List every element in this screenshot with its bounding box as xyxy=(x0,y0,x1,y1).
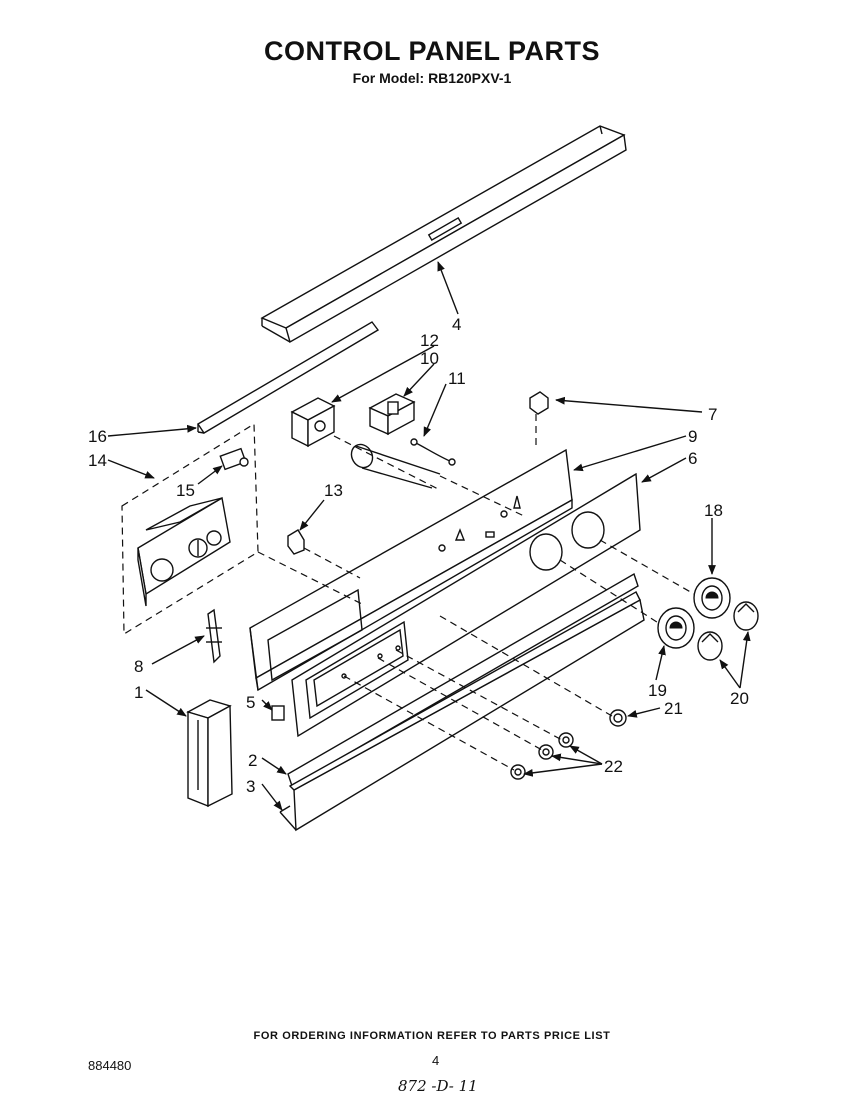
callout-6: 6 xyxy=(688,449,697,468)
handwritten-note: 872 -D- 11 xyxy=(398,1077,478,1095)
page-number: 4 xyxy=(432,1053,440,1068)
callout-11: 11 xyxy=(448,369,466,388)
part-clock-assembly-14 xyxy=(121,422,259,636)
callout-16: 16 xyxy=(88,427,107,446)
callout-10: 10 xyxy=(420,349,439,368)
callout-7: 7 xyxy=(708,405,717,424)
callout-22: 22 xyxy=(604,757,623,776)
part-top-rail xyxy=(260,125,627,344)
part-strip xyxy=(197,321,380,434)
alignment-lines xyxy=(257,435,695,771)
part-knob-bezel-19 xyxy=(657,607,695,649)
part-bracket-8 xyxy=(206,608,222,664)
callout-19: 19 xyxy=(648,681,667,700)
callout-21: 21 xyxy=(664,699,683,718)
page-title: CONTROL PANEL PARTS xyxy=(263,36,601,66)
ordering-info-note: FOR ORDERING INFORMATION REFER TO PARTS … xyxy=(253,1030,611,1042)
part-panel-face-6 xyxy=(291,472,641,738)
callout-13: 13 xyxy=(324,481,343,500)
callout-9: 9 xyxy=(688,427,697,446)
callout-labels: 4 12 10 11 7 9 6 16 14 15 13 18 8 1 5 19… xyxy=(88,315,749,796)
part-switch-12 xyxy=(290,397,336,448)
part-lamp-5 xyxy=(271,705,285,721)
part-switch-10 xyxy=(368,393,416,436)
callout-15: 15 xyxy=(176,481,195,500)
callout-12: 12 xyxy=(420,331,439,350)
part-knob-20 xyxy=(697,601,759,661)
part-lower-trim xyxy=(279,572,645,832)
callout-5: 5 xyxy=(246,693,255,712)
callout-2: 2 xyxy=(248,751,257,770)
part-nuts-22 xyxy=(510,732,574,780)
part-wire-11 xyxy=(350,438,456,489)
part-control-panel-9 xyxy=(249,448,573,692)
callout-4: 4 xyxy=(452,315,461,334)
part-timer-1 xyxy=(186,699,233,808)
callout-1: 1 xyxy=(134,683,143,702)
callout-20: 20 xyxy=(730,689,749,708)
callout-8: 8 xyxy=(134,657,143,676)
document-number: 884480 xyxy=(88,1058,132,1073)
part-knob-bezel-18 xyxy=(693,577,731,619)
callout-14: 14 xyxy=(88,451,107,470)
leader-arrows xyxy=(107,261,751,811)
part-clip-7 xyxy=(529,391,549,448)
callout-18: 18 xyxy=(704,501,723,520)
model-subtitle: For Model: RB120PXV-1 xyxy=(352,70,512,86)
callout-3: 3 xyxy=(246,777,255,796)
part-connector-13 xyxy=(287,529,361,579)
part-bracket-15 xyxy=(219,447,249,471)
part-nut-21 xyxy=(609,709,627,727)
